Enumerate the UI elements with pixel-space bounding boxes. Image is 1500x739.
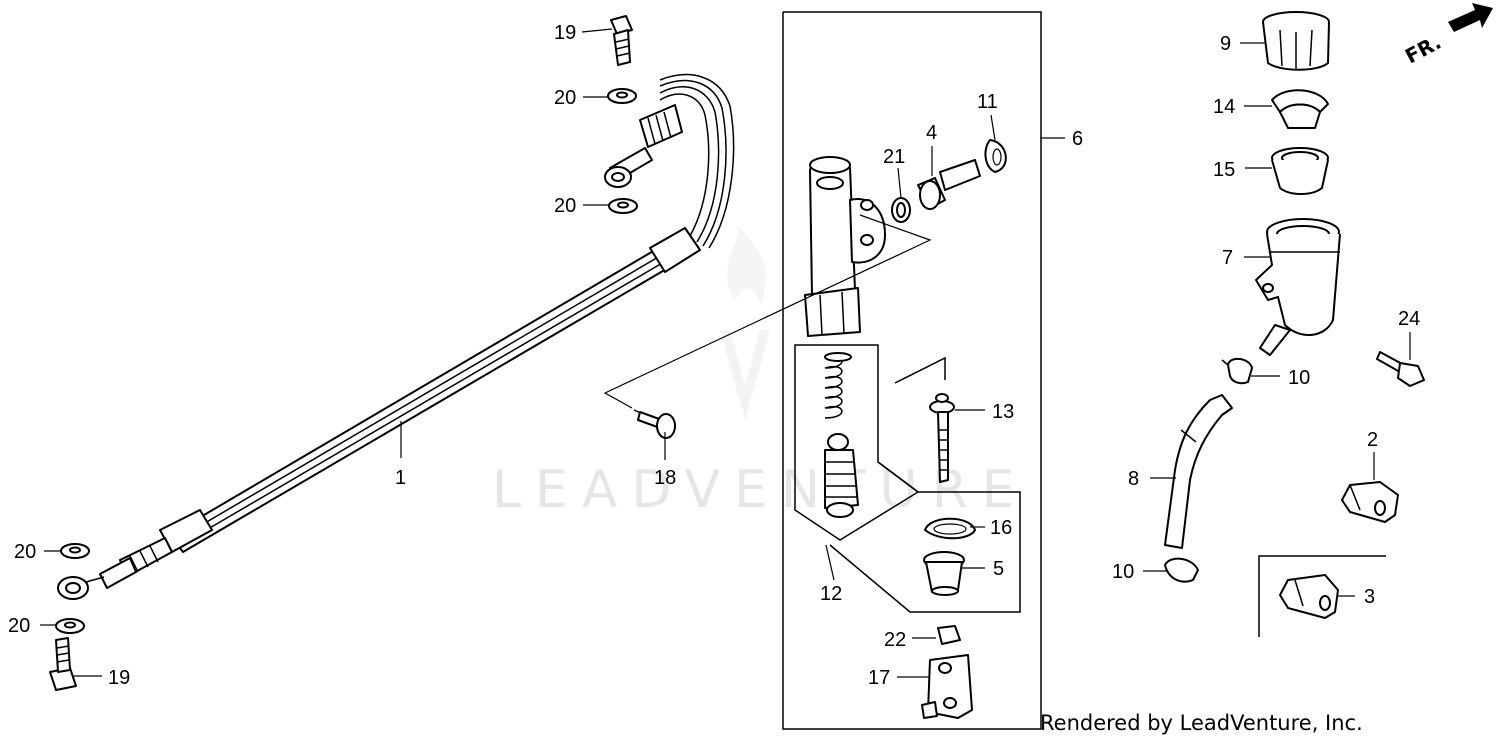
reservoir-hose <box>1164 394 1233 549</box>
push-rod <box>929 393 955 483</box>
front-direction-arrow: FR. <box>1401 3 1493 68</box>
watermark-logo <box>720 225 770 420</box>
mounting-bolt <box>633 409 676 439</box>
oil-bolt-upper <box>610 15 633 66</box>
callout-10a: 10 <box>1288 367 1310 389</box>
watermark-text: LEADVENTURE <box>492 460 1029 520</box>
hose-clamp-upper <box>1221 357 1253 385</box>
reservoir-cap <box>1262 11 1330 71</box>
hose-clamp-lower <box>1164 557 1199 583</box>
diaphragm-plate <box>1271 89 1329 129</box>
callout-7: 7 <box>1222 247 1233 269</box>
leader-lines <box>40 28 1411 678</box>
callout-3: 3 <box>1364 586 1375 608</box>
sealing-washer-4 <box>55 618 85 634</box>
credit-text: Rendered by LeadVenture, Inc. <box>1040 711 1363 735</box>
callout-1: 1 <box>395 467 406 489</box>
push-rod-box <box>829 356 1021 613</box>
callout-12: 12 <box>820 583 842 605</box>
clevis <box>921 654 973 719</box>
sealing-washer-3 <box>60 543 90 559</box>
callout-20a: 20 <box>554 87 576 109</box>
circlip-11 <box>984 139 1007 173</box>
callout-21: 21 <box>883 146 905 168</box>
callout-6: 6 <box>1072 128 1083 150</box>
joint <box>917 159 981 210</box>
callout-14: 14 <box>1213 96 1235 118</box>
callout-8: 8 <box>1128 468 1139 490</box>
callout-10b: 10 <box>1112 561 1134 583</box>
brake-hose <box>57 73 735 600</box>
callout-20c: 20 <box>14 541 36 563</box>
circlip-16 <box>924 517 976 540</box>
front-label: FR. <box>1401 30 1445 69</box>
callout-15: 15 <box>1213 159 1235 181</box>
callout-22: 22 <box>884 629 906 651</box>
guide-line <box>603 214 932 409</box>
diaphragm <box>1271 147 1329 195</box>
callout-20b: 20 <box>554 195 576 217</box>
boot <box>923 551 965 596</box>
callout-2: 2 <box>1367 429 1378 451</box>
master-cylinder-group-box <box>782 11 1042 730</box>
hose-clip-2 <box>1341 481 1399 523</box>
sealing-washer-1 <box>607 88 637 104</box>
piston-spring <box>824 352 852 419</box>
callout-5: 5 <box>993 558 1004 580</box>
hose-clip-3 <box>1279 574 1339 619</box>
oil-bolt-lower <box>49 637 77 691</box>
reservoir-bolt <box>1376 351 1425 387</box>
option-bracket-line <box>1258 555 1386 637</box>
callout-18: 18 <box>654 467 676 489</box>
callout-20d: 20 <box>8 615 30 637</box>
piston <box>824 433 859 518</box>
callout-9: 9 <box>1220 33 1231 55</box>
nut <box>937 625 961 645</box>
callout-19a: 19 <box>554 22 576 44</box>
callout-11: 11 <box>977 91 998 113</box>
callout-13: 13 <box>992 401 1014 423</box>
sealing-washer-2 <box>608 198 638 214</box>
callout-19b: 19 <box>108 667 130 689</box>
o-ring <box>891 197 911 223</box>
callout-16: 16 <box>990 517 1012 539</box>
callout-4: 4 <box>926 122 937 144</box>
master-cylinder-body <box>804 156 886 337</box>
callout-17: 17 <box>868 667 890 689</box>
reservoir <box>1255 218 1341 356</box>
callout-24: 24 <box>1398 308 1420 330</box>
